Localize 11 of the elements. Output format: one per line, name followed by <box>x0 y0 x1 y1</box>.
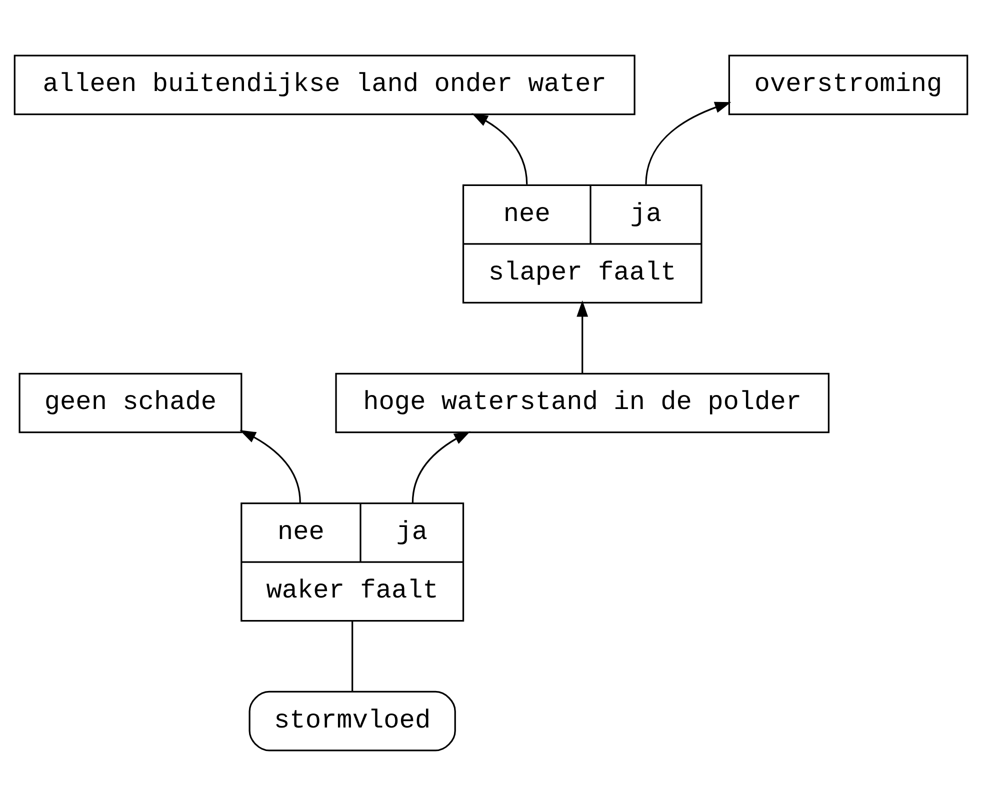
arrow <box>240 429 301 502</box>
arrow <box>472 112 528 184</box>
node-box: alleen buitendijkse land onder water <box>14 54 636 115</box>
node-box: geen schade <box>18 372 242 433</box>
arrow <box>645 101 732 184</box>
node-box: stormvloed <box>248 690 456 751</box>
arrow <box>412 430 470 502</box>
node-box: overstroming <box>728 54 968 115</box>
arrow <box>576 300 588 374</box>
connector <box>352 620 354 692</box>
node-box: hoge waterstand in de polder <box>335 372 830 433</box>
